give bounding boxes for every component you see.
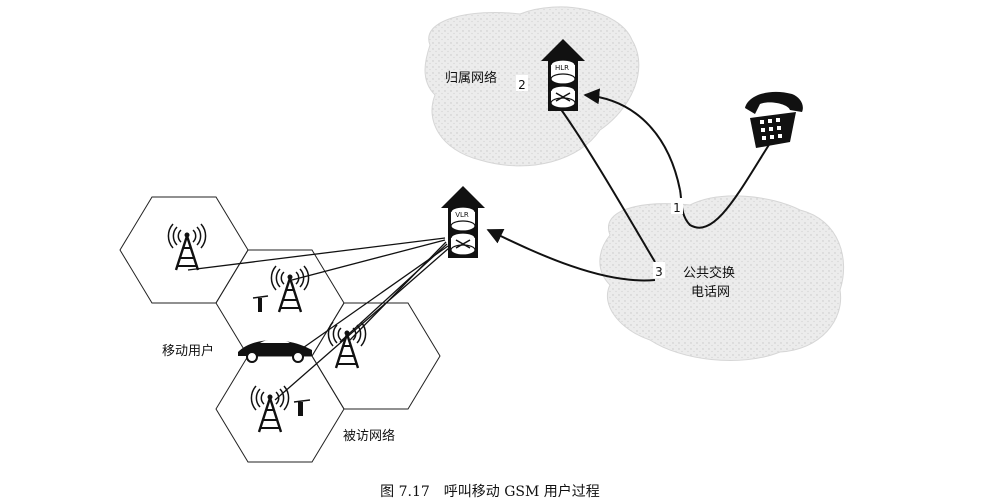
telephone-icon (745, 91, 803, 148)
step3-pstn-to-visited-link (486, 228, 656, 282)
vlr-tag: VLR (455, 211, 469, 219)
mobile-user-label: 移动用户 (162, 343, 214, 359)
pstn-label-line2: 电话网 (691, 285, 730, 300)
base-station-icon (250, 384, 290, 434)
step-3-label: 3 (655, 265, 663, 279)
cell-hex-4 (215, 355, 345, 463)
figure-caption: 图 7.17 呼叫移动 GSM 用户过程 (380, 483, 600, 500)
base-station-icon (327, 320, 367, 370)
cell-hex-1 (119, 196, 249, 304)
cell-hex-3 (311, 302, 441, 410)
base-station-icon (167, 222, 207, 272)
step-1-label: 1 (673, 201, 681, 215)
radio-links (187, 237, 450, 401)
base-station-icon (270, 264, 310, 314)
home-network-label: 归属网络 (445, 70, 497, 86)
visited-network-label: 被访网络 (343, 428, 395, 444)
car-icon (238, 339, 312, 363)
pstn-label-line1: 公共交换 (683, 265, 735, 281)
step-2-label: 2 (518, 78, 526, 92)
mobile-phone-icon (293, 399, 311, 416)
step1-pstn-to-home-link (583, 88, 681, 191)
home-network-cloud (424, 6, 640, 167)
step2-home-to-pstn-link (559, 107, 656, 263)
hlr-tag: HLR (555, 64, 569, 72)
pstn-cloud (599, 195, 845, 361)
visited-msc-vlr-icon (440, 185, 486, 259)
mobile-phone-icon (252, 295, 269, 312)
